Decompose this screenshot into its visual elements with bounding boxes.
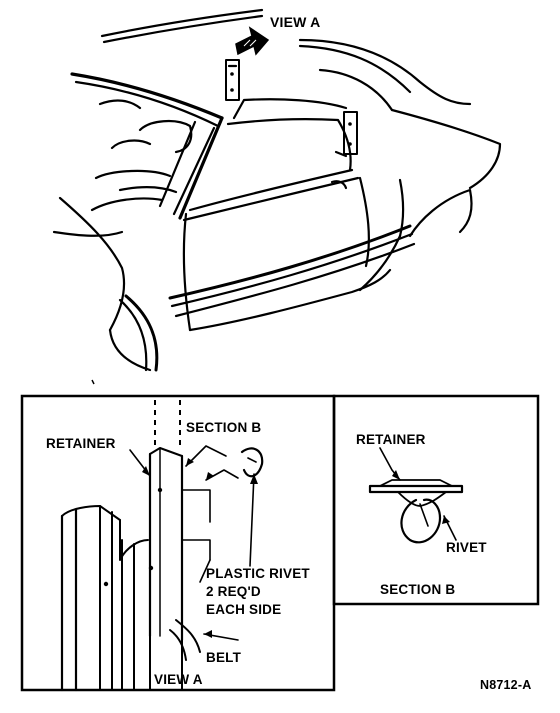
section-b-detail [368,447,464,544]
retainer-label-left: RETAINER [46,436,116,451]
section-b-frame [332,394,540,606]
figure-id: N8712-A [480,678,532,692]
plastic-rivet-side-label: EACH SIDE [206,602,282,617]
stray-mark [91,379,95,385]
view-a-arrow [235,26,270,56]
rivet-label: RIVET [446,540,487,555]
view-a-top-label: VIEW A [270,14,321,30]
view-a-caption: VIEW A [154,672,203,687]
car-illustration [52,8,502,372]
belt-label: BELT [206,650,242,665]
plastic-rivet-qty-label: 2 REQ'D [206,584,261,599]
section-b-caption: SECTION B [380,582,456,597]
retainer-label-right: RETAINER [356,432,426,447]
view-a-detail [60,400,264,692]
section-b-callout-label: SECTION B [186,420,262,435]
plastic-rivet-label: PLASTIC RIVET [206,566,310,581]
